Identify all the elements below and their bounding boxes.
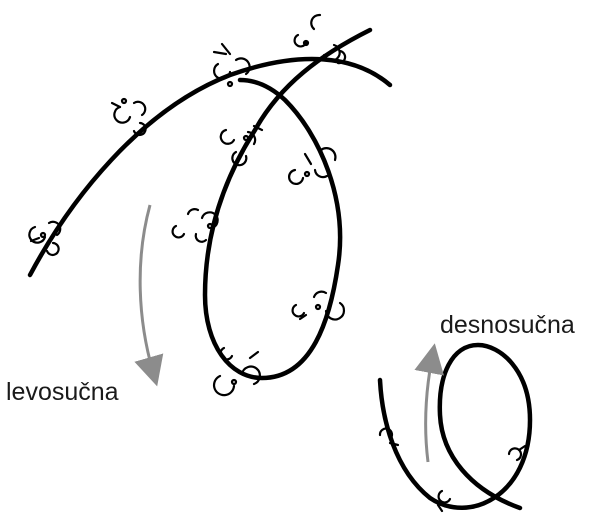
embryo-r1 xyxy=(378,427,400,447)
arrow-down-icon xyxy=(134,204,164,387)
embryo-4 xyxy=(293,13,347,65)
embryo-7 xyxy=(171,208,219,243)
embryo-2 xyxy=(110,97,147,137)
embryo-1 xyxy=(28,220,62,257)
right-embryos xyxy=(378,427,527,513)
embryo-r3 xyxy=(507,444,527,462)
embryo-6 xyxy=(288,147,337,185)
embryo-9 xyxy=(212,346,261,397)
label-levosucna: levosučna xyxy=(6,378,119,406)
left-coil-main-strand xyxy=(27,56,393,278)
embryo-3 xyxy=(212,42,251,88)
left-coil-loop xyxy=(202,27,373,381)
right-coil-strand xyxy=(377,342,533,511)
embryo-5 xyxy=(219,124,264,167)
arrow-up-icon xyxy=(414,343,444,463)
embryo-8 xyxy=(291,290,346,321)
right-coil xyxy=(377,342,533,511)
embryo-ornaments xyxy=(28,13,347,397)
embryo-r2 xyxy=(436,489,452,513)
left-coil xyxy=(27,27,393,381)
label-desnosucna: desnosučna xyxy=(440,311,575,339)
